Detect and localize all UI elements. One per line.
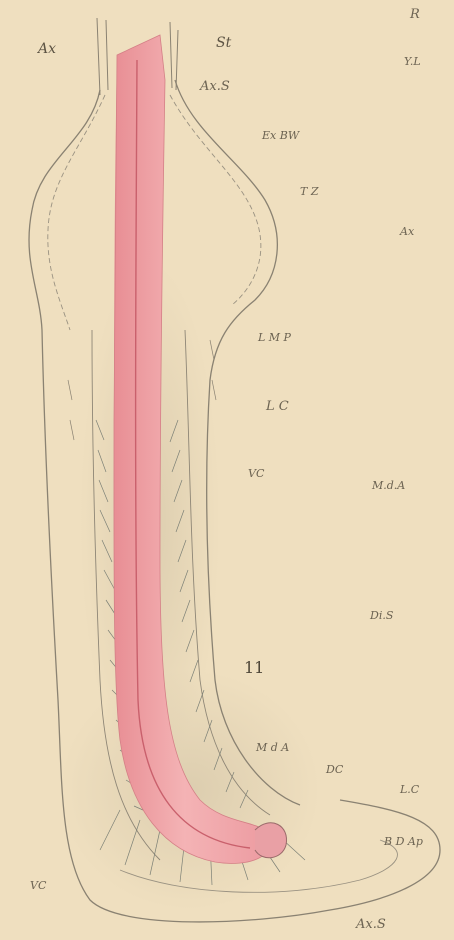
label-vc-middle: VC xyxy=(248,468,264,479)
label-bd-ap: B D Ap xyxy=(384,836,423,847)
label-ax-top-left: Ax xyxy=(38,42,56,56)
label-vc-lower: VC xyxy=(30,880,46,891)
label-yl: Y.L xyxy=(404,56,421,67)
inner-bulb-right xyxy=(170,95,261,305)
label-lc-upper: L C xyxy=(266,400,289,413)
label-ax-s-bottom: Ax.S xyxy=(356,918,386,931)
label-mda-right: M.d.A xyxy=(372,480,405,491)
label-lmp: L M P xyxy=(258,332,291,343)
label-mda-lower: M d A xyxy=(256,742,289,753)
label-tz: T Z xyxy=(300,186,318,197)
label-ax-right: Ax xyxy=(400,226,414,237)
terminal-bulb xyxy=(255,823,287,858)
label-st: St xyxy=(216,36,231,50)
label-dls: Di.S xyxy=(370,610,393,621)
label-ax-s-top: Ax.S xyxy=(200,80,230,93)
inner-bulb-left xyxy=(48,95,105,330)
label-ex-bw: Ex BW xyxy=(262,130,299,141)
label-r: R xyxy=(410,8,420,21)
label-numeral: 11 xyxy=(244,660,264,676)
label-lc-lower: L.C xyxy=(400,784,419,795)
label-dc: DC xyxy=(326,764,343,775)
